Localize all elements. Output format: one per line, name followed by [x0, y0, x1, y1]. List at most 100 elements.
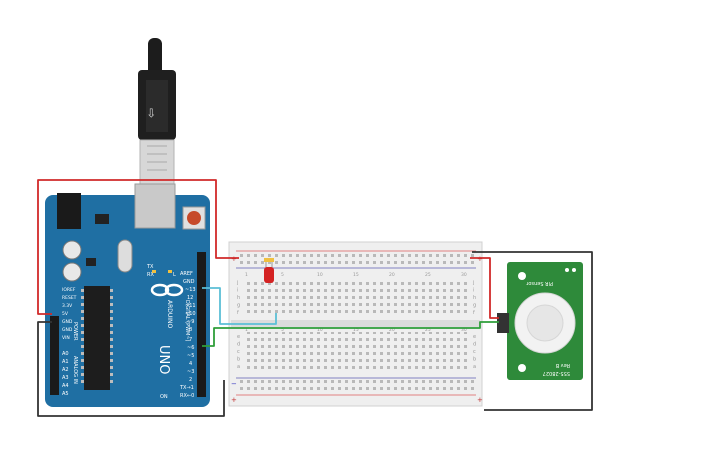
- rail-plus-bottom-right: +: [477, 396, 483, 404]
- terminal-strip-top[interactable]: [243, 278, 469, 316]
- rail-minus-bottom-left: −: [231, 380, 237, 388]
- column-number: 15: [353, 327, 359, 333]
- row-letter: e: [473, 334, 476, 340]
- chip-pin: [110, 366, 113, 369]
- rail-plus-bottom-left: +: [231, 396, 237, 404]
- terminal-strip-bottom[interactable]: [243, 332, 469, 370]
- chip-pin: [110, 338, 113, 341]
- tx-led-label: TX: [146, 264, 154, 270]
- wire-red-pir-power[interactable]: [470, 257, 499, 319]
- wire-black-gnd[interactable]: [37, 321, 225, 417]
- column-number: 10: [317, 327, 323, 333]
- power-jack: [57, 193, 81, 229]
- chip-pin: [110, 289, 113, 292]
- row-letter: j: [472, 280, 474, 286]
- chip-pin: [81, 352, 84, 355]
- pin-11-label: ~11: [185, 303, 196, 309]
- row-letter: f: [473, 310, 475, 316]
- chip-pin: [81, 317, 84, 320]
- chip-pin: [110, 380, 113, 383]
- rail-plus-top-left: +: [231, 255, 237, 263]
- usb-cable[interactable]: ⇦: [138, 38, 176, 185]
- arduino-logo: [150, 283, 184, 297]
- chip-pin: [81, 373, 84, 376]
- row-letter: h: [473, 295, 476, 301]
- column-number: 20: [389, 327, 395, 333]
- row-letter: d: [237, 342, 240, 348]
- column-number: 1: [245, 272, 248, 278]
- arduino-uno-board[interactable]: ARDUINO UNO DIGITAL (PWM~) POWER ANALOG …: [45, 183, 210, 407]
- chip-pin: [110, 310, 113, 313]
- reset-button[interactable]: [187, 211, 201, 225]
- red-led[interactable]: [264, 258, 274, 283]
- power-label: POWER: [72, 322, 78, 341]
- arduino-model-text: UNO: [156, 345, 171, 374]
- analog-header[interactable]: [50, 350, 59, 395]
- column-number: 5: [281, 272, 284, 278]
- chip-pin: [81, 289, 84, 292]
- chip-pin: [81, 345, 84, 348]
- row-letter: i: [237, 288, 238, 294]
- arduino-brand-text: ARDUINO: [166, 300, 173, 329]
- chip-pin: [81, 338, 84, 341]
- digital-label: DIGITAL (PWM~): [184, 300, 190, 342]
- pin-7-label: 7: [189, 337, 192, 343]
- top-power-rail[interactable]: [236, 252, 476, 267]
- column-number: 25: [425, 272, 431, 278]
- analog-label: ANALOG IN: [72, 356, 78, 384]
- bottom-power-rail[interactable]: [236, 379, 476, 394]
- chip-pin: [110, 345, 113, 348]
- microcontroller-chip: [84, 286, 110, 390]
- pin-12-label: 12: [187, 295, 193, 301]
- pin-10-label: ~10: [185, 311, 196, 317]
- row-letter: b: [237, 357, 240, 363]
- wire-red-5v[interactable]: [37, 179, 239, 315]
- pir-pin-header[interactable]: [497, 313, 509, 333]
- rail-plus-top-right: +: [477, 255, 483, 263]
- digital-header[interactable]: [197, 252, 206, 397]
- chip-pin: [110, 324, 113, 327]
- pin-gnd2-label: GND: [62, 327, 73, 333]
- pin-6-label: ~6: [187, 345, 194, 351]
- pir-label-rev: Rev B: [555, 362, 570, 368]
- power-header[interactable]: [50, 316, 59, 360]
- chip-pin: [81, 296, 84, 299]
- row-letter: d: [473, 342, 476, 348]
- column-number: 10: [317, 272, 323, 278]
- chip-pin: [81, 331, 84, 334]
- pin-aref-label: AREF: [180, 271, 193, 277]
- row-letter: a: [473, 364, 476, 370]
- chip-pin: [110, 352, 113, 355]
- pin-vin-label: VIN: [62, 335, 70, 341]
- pin-9-label: ~9: [187, 319, 194, 325]
- wire-cyan-led[interactable]: [202, 287, 277, 325]
- column-number: 1: [245, 327, 248, 333]
- wire-black-pir-ground[interactable]: [472, 251, 593, 411]
- chip-pin: [81, 310, 84, 313]
- pin-a3-label: A3: [62, 375, 69, 381]
- pin-gnd1-label: GND: [62, 319, 73, 325]
- row-letter: j: [236, 280, 238, 286]
- pir-sensor[interactable]: PIR Sensor 555-28027 Rev B: [497, 262, 583, 380]
- chip-pin: [110, 359, 113, 362]
- row-letter: c: [237, 349, 240, 355]
- column-number: 30: [461, 327, 467, 333]
- wire-green-signal[interactable]: [202, 321, 499, 347]
- pin-reset-label: RESET: [62, 295, 77, 301]
- on-led-label: ON: [160, 394, 168, 400]
- row-letter: b: [473, 357, 476, 363]
- column-number: 15: [353, 272, 359, 278]
- pin-rx-label: RX←0: [180, 393, 194, 399]
- row-letter: g: [473, 303, 476, 309]
- row-letter: c: [473, 349, 476, 355]
- chip-pin: [81, 324, 84, 327]
- pir-label-top: PIR Sensor: [525, 280, 553, 286]
- column-number: 20: [389, 272, 395, 278]
- row-letter: g: [237, 303, 240, 309]
- row-letter: e: [237, 334, 240, 340]
- column-number: 5: [281, 327, 284, 333]
- pin-8-label: 8: [189, 327, 192, 333]
- pin-a1-label: A1: [62, 359, 69, 365]
- pin-a5-label: A5: [62, 391, 69, 397]
